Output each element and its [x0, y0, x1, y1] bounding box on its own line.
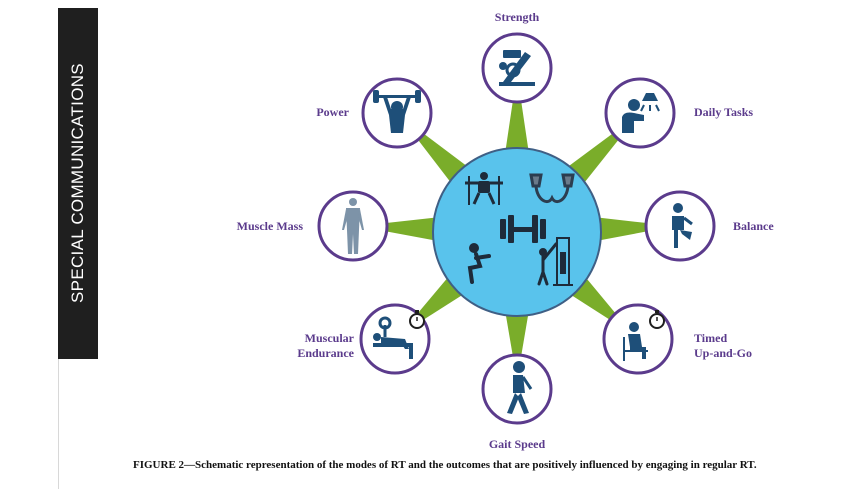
outcome-node	[604, 77, 676, 149]
overhead-lift-icon	[373, 90, 421, 133]
connector	[505, 310, 529, 357]
cable-machine-icon	[537, 237, 573, 286]
walking-person-icon	[507, 361, 533, 414]
outcome-label: Gait Speed	[488, 437, 546, 451]
leg-press-icon	[499, 50, 535, 86]
connector	[505, 100, 529, 154]
stopwatch-icon	[649, 310, 665, 329]
dumbbell-icon	[500, 215, 546, 243]
single-leg-balance-icon	[672, 203, 693, 248]
connector	[564, 132, 620, 187]
seated-timer-icon	[623, 322, 648, 361]
outcome-label: Balance	[733, 219, 774, 233]
connector	[594, 217, 649, 242]
outcome-node	[644, 190, 716, 262]
outcome-node	[481, 32, 553, 104]
section-banner: SPECIAL COMMUNICATIONS	[58, 8, 98, 359]
figure-caption: FIGURE 2—Schematic representation of the…	[133, 459, 757, 471]
connector	[384, 217, 440, 242]
outcome-node	[481, 353, 553, 425]
bodyweight-squat-icon	[467, 243, 491, 284]
outcome-label: Power	[316, 105, 349, 119]
outcome-node	[361, 77, 433, 149]
outcome-label: Daily Tasks	[694, 105, 754, 119]
stopwatch-icon	[409, 310, 425, 329]
outcome-label: Muscle Mass	[236, 219, 303, 233]
bench-press-timer-icon	[373, 316, 413, 359]
outcome-label: Strength	[494, 10, 540, 24]
showering-person-icon	[622, 93, 660, 133]
resistance-bands-icon	[529, 173, 575, 203]
outcome-node	[317, 190, 389, 262]
squat-rack-icon	[465, 172, 503, 205]
outcome-nodes	[317, 32, 716, 425]
muscle-body-icon	[342, 198, 364, 254]
